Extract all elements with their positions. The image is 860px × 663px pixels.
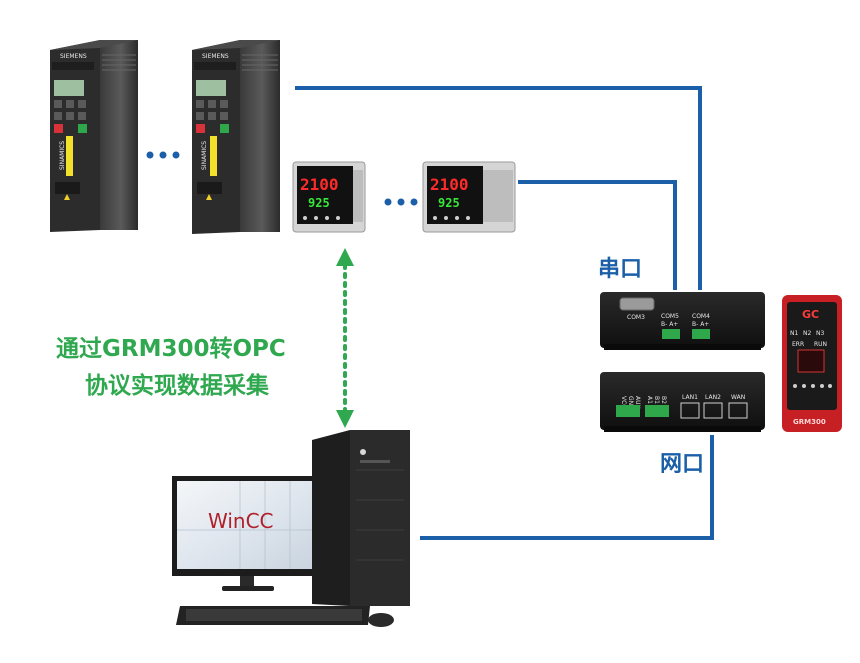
- rs485-terminal: [645, 405, 669, 417]
- power-button-icon: [360, 449, 366, 455]
- wan-label: WAN: [731, 394, 745, 401]
- gc-logo-text: GC: [802, 308, 819, 321]
- n1-label: N1: [790, 330, 798, 337]
- com5-pins: B- A+: [661, 321, 678, 328]
- controller-2-pv: 2100: [430, 175, 469, 194]
- ellipsis-inverters: [146, 151, 180, 159]
- wan-port: [728, 402, 748, 419]
- gateway-network-side: VCC GND AUX A1 B1 B2 LAN1 LAN2 WAN: [600, 372, 765, 432]
- inverter-2-brand: SIEMENS: [202, 53, 229, 60]
- description-line-1: 通过GRM300转OPC: [56, 335, 286, 362]
- serial-port-label: 串口: [598, 257, 642, 282]
- gnd-label: GND: [627, 396, 634, 410]
- wincc-logo-text: WinCC: [208, 509, 274, 533]
- inverter-1: SINAMICS SIEMENS: [50, 40, 138, 232]
- monitor: WinCC: [172, 476, 324, 591]
- controller-1-sv: 925: [308, 196, 330, 210]
- temperature-controller-1: 2100 925: [292, 161, 366, 233]
- com3-label: COM3: [627, 314, 645, 321]
- arrow-up-icon: [336, 248, 354, 266]
- controller-to-gateway-line: [518, 180, 677, 290]
- inverter-1-brand: SIEMENS: [60, 53, 87, 60]
- lan1-label: LAN1: [682, 394, 698, 401]
- lan2-port: [703, 402, 723, 419]
- grm300-model-label: GRM300: [793, 418, 826, 426]
- com4-label: COM4: [692, 313, 710, 320]
- mouse: [368, 613, 394, 627]
- ellipsis-controllers: [384, 198, 418, 206]
- com5-label: COM5: [661, 313, 679, 320]
- power-terminal: [616, 405, 640, 417]
- gateway-to-pc-line: [420, 435, 714, 540]
- com4-pins: B- A+: [692, 321, 709, 328]
- n3-label: N3: [816, 330, 824, 337]
- gateway-serial-side: COM3 COM5 B- A+ COM4 B- A+: [600, 292, 765, 350]
- connection-lines: [295, 86, 714, 540]
- temperature-controller-2: 2100 925: [422, 161, 516, 233]
- b1-label: B1: [653, 396, 660, 404]
- inverter-2: SINAMICS SIEMENS: [192, 40, 280, 234]
- err-label: ERR: [792, 341, 804, 348]
- inverter-2-model: SINAMICS: [201, 141, 208, 170]
- description-line-2: 协议实现数据采集: [85, 372, 270, 399]
- pc-tower: [312, 430, 410, 606]
- com5-terminal: [662, 329, 680, 339]
- vcc-label: VCC: [620, 396, 627, 408]
- network-port-label: 网口: [660, 452, 704, 477]
- n2-label: N2: [803, 330, 811, 337]
- controller-2-sv: 925: [438, 196, 460, 210]
- com4-terminal: [692, 329, 710, 339]
- status-display: [797, 349, 825, 373]
- run-label: RUN: [814, 341, 827, 348]
- com3-port: [619, 297, 655, 311]
- lan1-port: [680, 402, 700, 419]
- inverter-1-model: SINAMICS: [59, 141, 66, 170]
- inverter-to-gateway-line: [295, 86, 702, 290]
- gateway-front-panel: GC N1 N2 N3 ERR RUN GRM300: [782, 295, 842, 432]
- keyboard: [176, 606, 370, 625]
- a1-label: A1: [646, 396, 653, 404]
- arrow-down-icon: [336, 410, 354, 428]
- data-exchange-arrow: [336, 248, 354, 428]
- aux-label: AUX: [634, 396, 641, 409]
- lan2-label: LAN2: [705, 394, 721, 401]
- controller-1-pv: 2100: [300, 175, 339, 194]
- b2-label: B2: [660, 396, 667, 404]
